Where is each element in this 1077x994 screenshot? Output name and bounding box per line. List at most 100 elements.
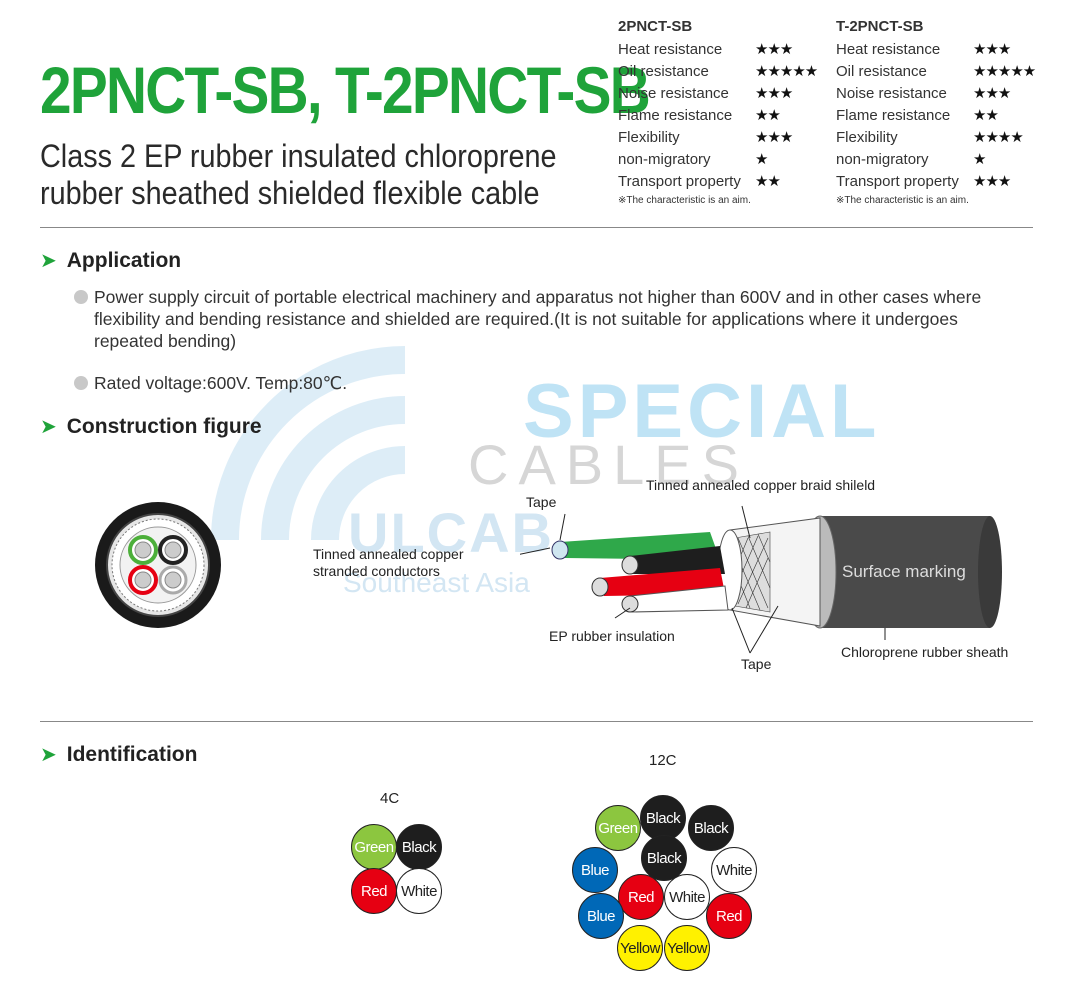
rating-label: Noise resistance [836,84,947,102]
identification-heading-text: Identification [66,742,198,766]
identification-heading: ➤ Identification [40,742,197,767]
watermark-ulcab: ULCAB [348,501,554,564]
rating-label: non-migratory [836,150,929,168]
rating-stars: ★★★ [755,41,793,58]
rating-stars: ★★★ [755,85,793,102]
rating-row: Flexibility ★★★ [618,126,817,148]
rating-label: Heat resistance [618,40,723,58]
divider [40,721,1033,722]
ratings-note: ※The characteristic is an aim. [836,195,969,206]
subtitle-line-2: rubber sheathed shielded flexible cable [40,175,540,211]
rating-label: Oil resistance [618,62,709,80]
core-black: Black [396,824,442,870]
rating-row: Flame resistance ★★ [618,104,817,126]
ratings-product-name: 2PNCT-SB [618,18,693,35]
rating-row: Noise resistance ★★★ [836,82,1035,104]
surface-marking-label: Surface marking [842,562,966,581]
rating-row: non-migratory ★ [618,148,817,170]
watermark-special: SPECIAL [523,369,881,454]
core-yellow: Yellow [617,925,663,971]
rating-stars: ★ [755,151,768,168]
braid-label: Tinned annealed copper braid shileld [646,477,876,493]
core-green: Green [351,824,397,870]
core-black: Black [688,805,734,851]
watermark-southeast-asia: Southeast Asia [343,567,530,598]
rating-label: non-migratory [618,150,711,168]
rating-label: Flexibility [618,128,680,146]
rating-label: Oil resistance [836,62,927,80]
application-heading: ➤ Application [40,248,181,273]
tape-label: Tape [526,494,557,510]
rating-row: Transport property ★★★ [836,170,1035,192]
rating-label: Heat resistance [836,40,941,58]
ratings-table-2pnct-sb: 2PNCT-SB Heat resistance★★★ Oil resistan… [618,18,818,211]
ratings-table-t-2pnct-sb: T-2PNCT-SB Heat resistance★★★ Oil resist… [836,18,1036,211]
core-red: Red [706,893,752,939]
rating-label: Flame resistance [618,106,733,124]
tape-bottom-label: Tape [741,656,772,672]
rated-voltage-text: Rated voltage:600V. Temp:80℃. [94,373,348,393]
application-text: Power supply circuit of portable electri… [94,287,982,351]
construction-heading: ➤ Construction figure [40,414,262,439]
page-title: 2PNCT-SB, T-2PNCT-SB [40,53,651,127]
arrow-right-icon: ➤ [40,250,57,272]
rating-stars: ★★ [973,107,999,124]
rating-label: Flame resistance [836,106,951,124]
cable-cross-section [95,502,221,628]
rating-stars: ★★★ [973,173,1011,190]
conductor-label-1: Tinned annealed copper [313,546,464,562]
watermark-cables: CABLES [468,433,749,496]
group-12c-label: 12C [649,752,677,769]
rating-stars: ★★★★★ [973,63,1036,80]
rating-row: Heat resistance ★★★ [618,38,817,60]
insulation-label: EP rubber insulation [549,628,675,644]
core-blue: Blue [578,893,624,939]
rating-row: Oil resistance ★★★★★ [836,60,1036,82]
core-green: Green [595,805,641,851]
sheath-label: Chloroprene rubber sheath [841,644,1009,660]
rating-row: Transport property ★★ [618,170,817,192]
arrow-right-icon: ➤ [40,416,57,438]
core-red: Red [351,868,397,914]
core-red: Red [618,874,664,920]
rating-row: Noise resistance ★★★ [618,82,817,104]
core-black: Black [640,795,686,841]
rating-label: Transport property [618,172,741,190]
rating-stars: ★★★ [973,85,1011,102]
rating-label: Noise resistance [618,84,729,102]
rating-stars: ★★★ [973,41,1011,58]
rating-label: Flexibility [836,128,898,146]
rating-stars: ★★ [755,107,781,124]
construction-heading-text: Construction figure [66,414,262,438]
core-white: White [664,874,710,920]
core-white: White [396,868,442,914]
bullet-icon [74,290,88,304]
group-4c-label: 4C [380,790,400,807]
core-white: White [711,847,757,893]
watermark-logo [211,346,406,541]
rating-row: Flexibility ★★★★ [836,126,1035,148]
rating-stars: ★★★★★ [755,63,818,80]
arrow-right-icon: ➤ [40,744,57,766]
subtitle-line-1: Class 2 EP rubber insulated chloroprene [40,138,557,174]
rated-voltage-bullet: Rated voltage:600V. Temp:80℃. [74,372,1029,394]
rating-row: Oil resistance ★★★★★ [618,60,818,82]
core-black: Black [641,835,687,881]
cable-construction-illustration [520,505,1002,654]
rating-stars: ★ [973,151,986,168]
ratings-product-name: T-2PNCT-SB [836,18,924,35]
rating-stars: ★★★ [755,129,793,146]
core-yellow: Yellow [664,925,710,971]
core-blue: Blue [572,847,618,893]
rating-row: Flame resistance ★★ [836,104,1035,126]
rating-row: non-migratory ★ [836,148,1035,170]
divider [40,227,1033,228]
rating-stars: ★★ [755,173,781,190]
application-heading-text: Application [66,248,182,272]
application-bullet: Power supply circuit of portable electri… [74,286,1029,352]
conductor-label-2: stranded conductors [313,563,440,579]
rating-stars: ★★★★ [973,129,1024,146]
bullet-icon [74,376,88,390]
ratings-note: ※The characteristic is an aim. [618,195,751,206]
rating-label: Transport property [836,172,959,190]
